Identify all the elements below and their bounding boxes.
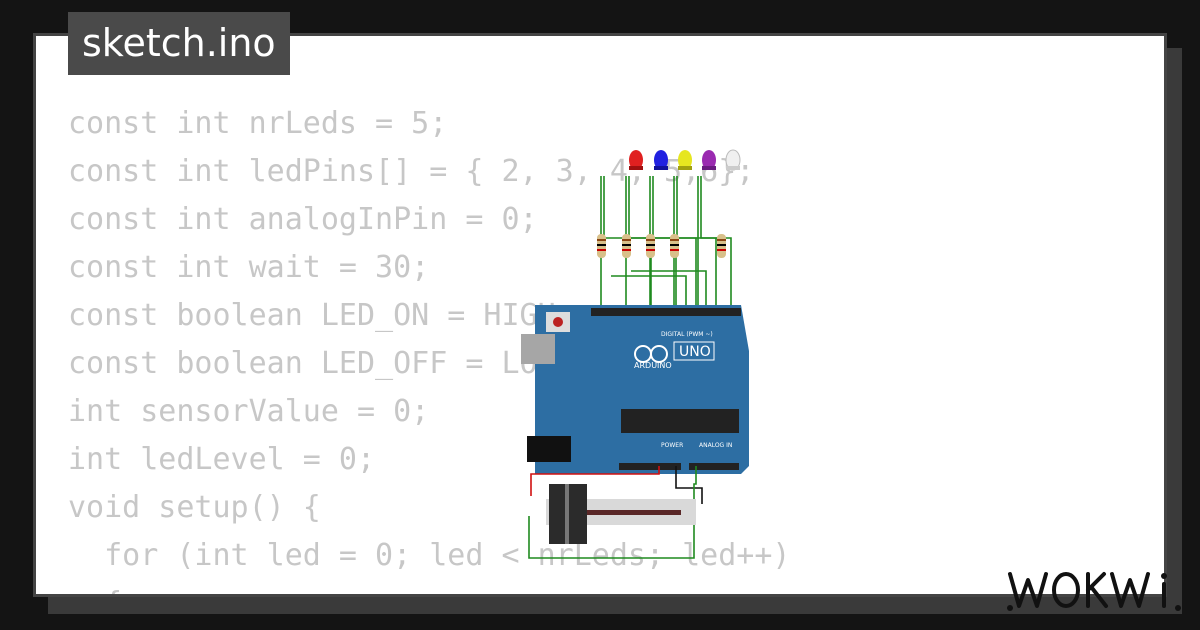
digital-header-label: DIGITAL (PWM ~) [661,331,713,338]
code-line: int sensorValue = 0; [68,394,430,429]
power-header-label: POWER [661,442,683,449]
led-wires [600,176,732,306]
power-header [619,463,681,470]
led-red [629,150,643,170]
led-purple [702,150,716,170]
code-line: const boolean LED_ON = HIGH; [68,298,574,333]
code-line: int ledLevel = 0; [68,442,376,477]
usb-port [521,334,555,364]
code-line: const int wait = 30; [68,250,430,285]
code-block: const int nrLeds = 5; const int ledPins[]… [68,100,791,594]
code-preview-card: const int nrLeds = 5; const int ledPins[]… [33,33,1167,597]
code-line: for (int led = 0; led < nrLeds; led++) [68,538,791,573]
analog-header-label: ANALOG IN [699,442,732,449]
resistor [646,234,655,258]
board-brand: ARDUINO [634,361,672,370]
board-model: UNO [679,344,711,360]
resistor [622,234,631,258]
code-line: void setup() { [68,490,321,525]
code-line: const int analogInPin = 0; [68,202,538,237]
resistor [670,234,679,258]
resistor [717,234,726,258]
led-yellow [678,150,692,170]
code-line: const int nrLeds = 5; [68,106,448,141]
resistors [597,234,726,258]
wokwi-logo [1007,572,1181,611]
arduino-uno-board: ARDUINO UNO DIGITAL (PWM ~) POWER ANALOG… [521,305,749,474]
led-blue [654,150,668,170]
resistor [597,234,606,258]
leds [629,149,741,171]
code-line: { [68,580,790,594]
code-line: const int ledPins[] = { 2, 3, 4, 5,6}; [68,154,755,189]
analog-header [689,463,739,470]
slide-potentiometer [546,484,696,544]
circuit-diagram: ARDUINO UNO DIGITAL (PWM ~) POWER ANALOG… [521,149,749,559]
file-tab-title: sketch.ino [68,12,290,75]
digital-header [591,308,741,316]
led-white [725,149,741,171]
power-jack [527,436,571,462]
microcontroller-chip [621,409,739,433]
